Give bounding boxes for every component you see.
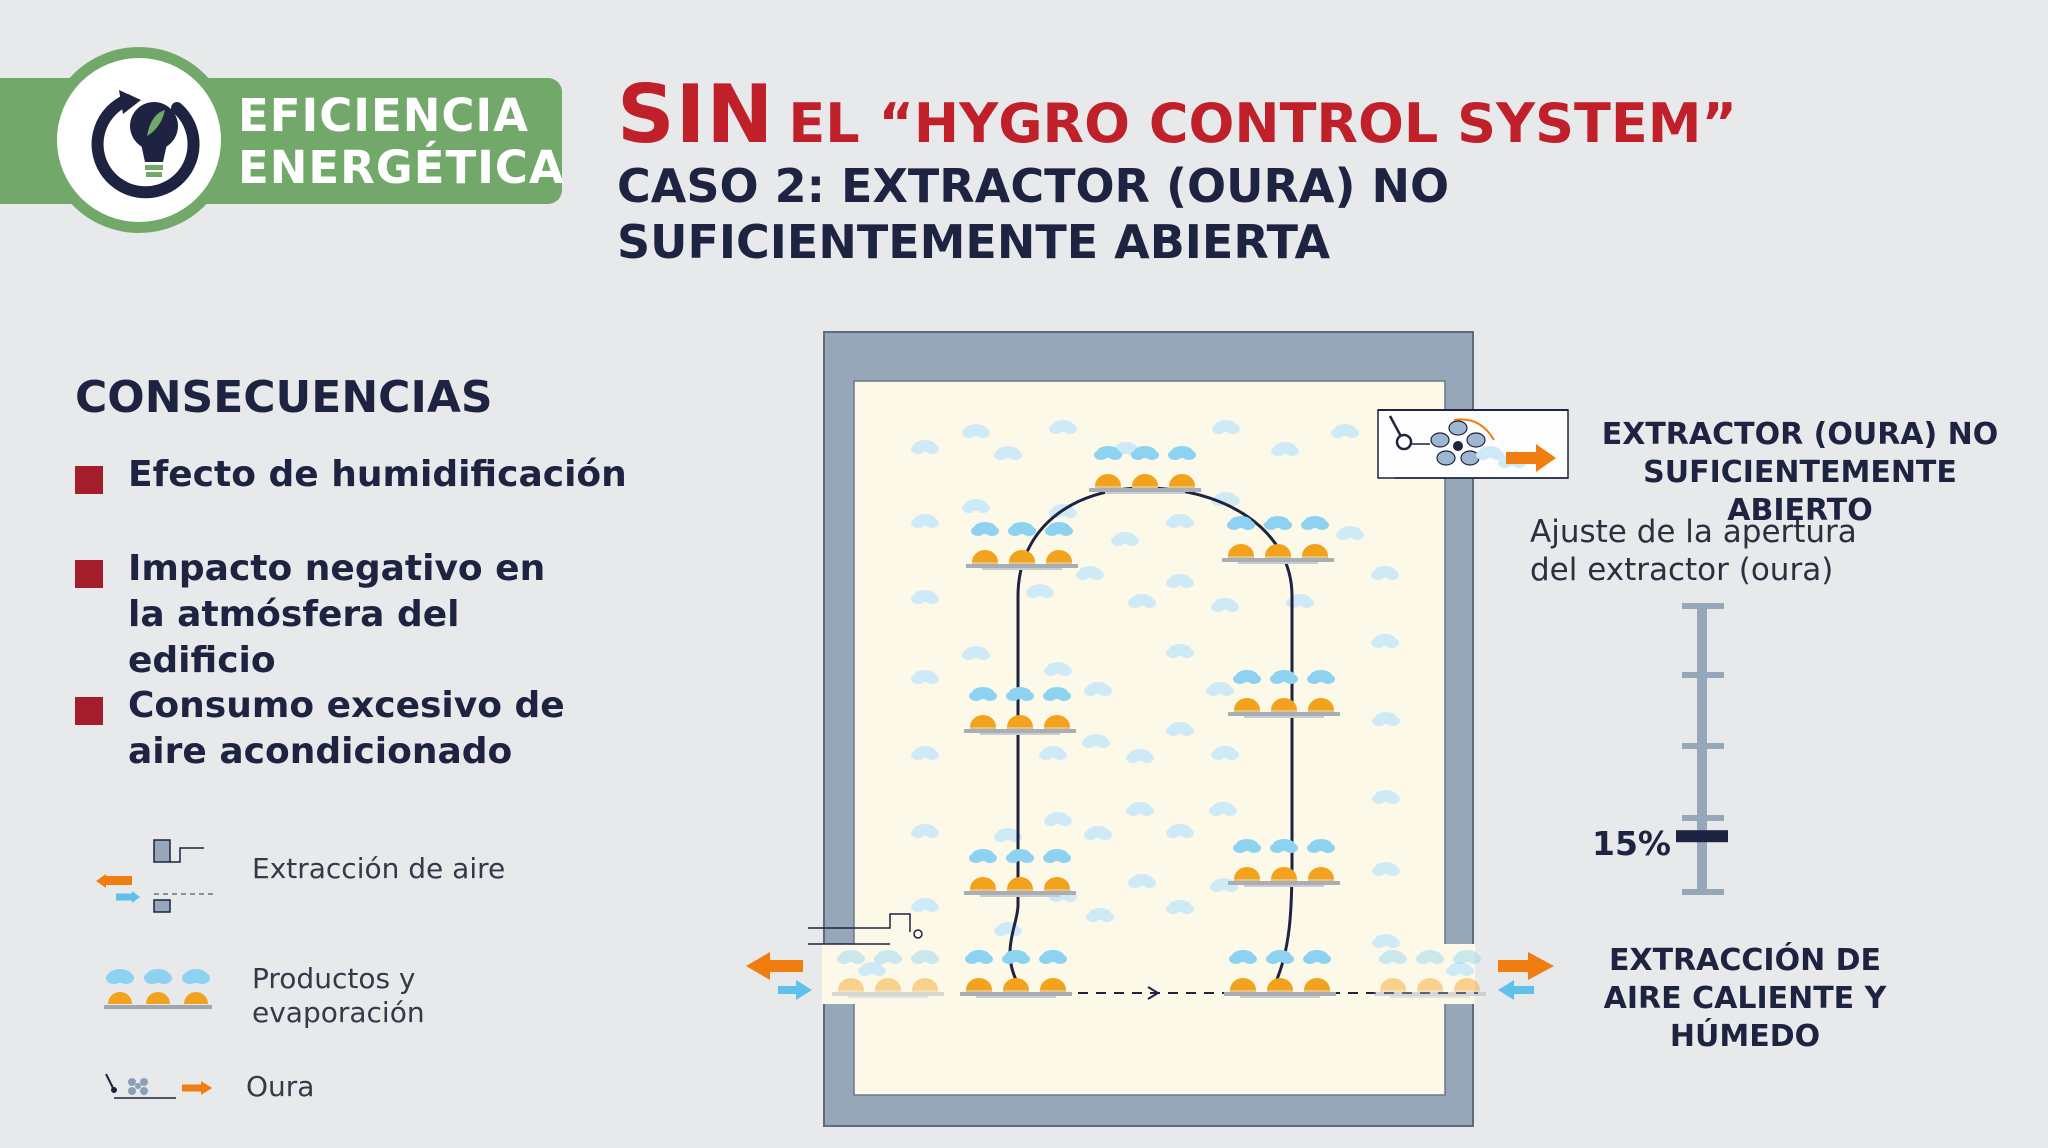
consequence-item: Consumo excesivo de aire acondicionado xyxy=(75,683,655,775)
opening-percent: 15% xyxy=(1592,824,1671,863)
room-interior xyxy=(853,380,1446,1096)
inlet-duct xyxy=(808,913,911,932)
bullet-square xyxy=(75,697,103,725)
legend-label-extraction: Extracción de aire xyxy=(252,852,506,885)
left-out-arrow xyxy=(746,952,803,980)
extractor-oura-icon xyxy=(1388,415,1556,472)
products-evaporation-icon xyxy=(104,969,212,1009)
title-system-name: EL “HYGRO CONTROL SYSTEM” xyxy=(788,92,1737,155)
extractor-label: EXTRACTOR (OURA) NO SUFICIENTEMENTE ABIE… xyxy=(1601,417,1999,528)
page-subtitle: CASO 2: EXTRACTOR (OURA) NO SUFICIENTEME… xyxy=(617,159,1450,269)
oura-icon xyxy=(105,1073,212,1099)
bullet-square xyxy=(75,466,103,494)
adjust-label: Ajuste de la apertura del extractor (our… xyxy=(1530,514,1857,588)
legend-label-oura: Oura xyxy=(246,1070,315,1103)
badge-line-2: ENERGÉTICA xyxy=(238,141,565,194)
opening-scale xyxy=(1676,603,1728,895)
title-sin: SIN xyxy=(617,68,775,161)
lightbulb-power-icon xyxy=(91,90,200,199)
badge-line-1: EFICIENCIA xyxy=(238,89,529,142)
badge-text: EFICIENCIA ENERGÉTICA xyxy=(238,89,565,194)
exit-label: EXTRACCIÓN DE AIRE CALIENTE Y HÚMEDO xyxy=(1603,943,1887,1054)
air-extraction-icon xyxy=(96,839,214,913)
legend-label-products: Productos y evaporación xyxy=(252,962,425,1029)
opening-level-marker xyxy=(1676,830,1728,843)
bullet-square xyxy=(75,560,103,588)
left-in-arrow xyxy=(778,980,812,1000)
right-in-arrow xyxy=(1498,980,1534,1000)
consequence-item: Efecto de humidificación xyxy=(75,452,655,498)
consequence-item: Impacto negativo en la atmósfera del edi… xyxy=(75,546,655,684)
consequences-heading: CONSECUENCIAS xyxy=(75,372,493,423)
right-out-arrow xyxy=(1498,952,1554,980)
